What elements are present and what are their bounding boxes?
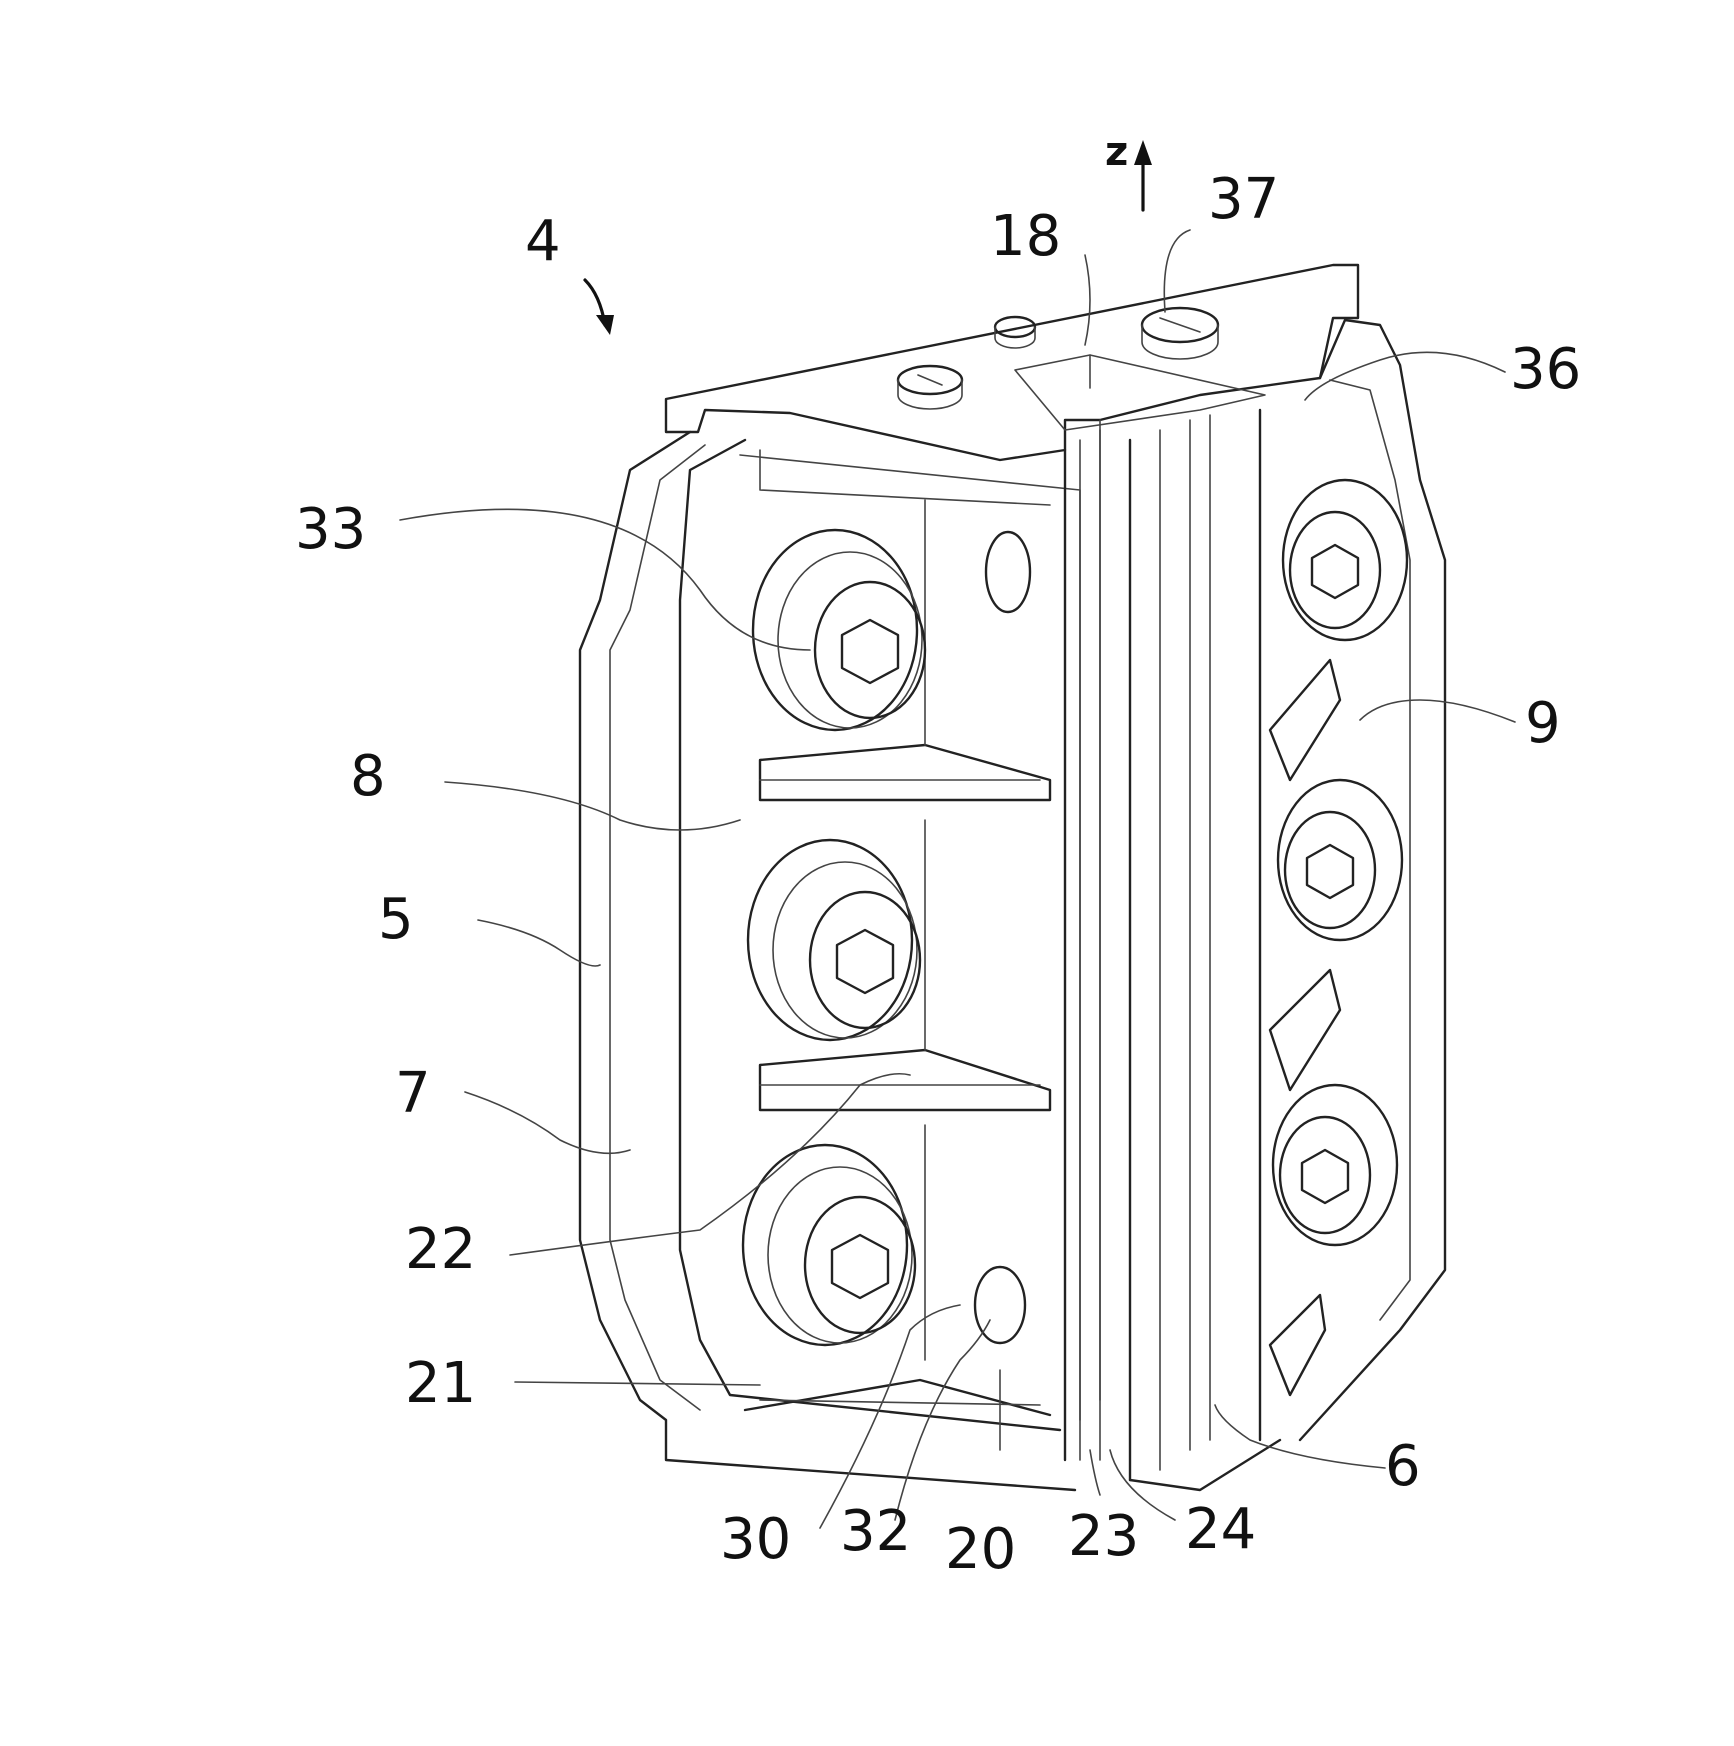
top-screw (898, 366, 962, 409)
bolt-left-middle (748, 840, 920, 1040)
reference-labels: 4 18 37 36 33 9 8 5 7 22 21 30 32 20 23 … (295, 167, 1581, 1582)
top-screw (1142, 308, 1218, 359)
bolt-left-bottom (743, 1145, 915, 1345)
bolt-left-top (753, 530, 925, 730)
bolt-right-bottom (1273, 1085, 1397, 1245)
ref-label-21: 21 (405, 1351, 476, 1416)
z-axis-arrow: z (1105, 129, 1152, 210)
ref-label-22: 22 (405, 1217, 476, 1282)
ref-label-24: 24 (1185, 1497, 1256, 1562)
ref-label-30: 30 (720, 1507, 791, 1572)
ref-label-4: 4 (525, 209, 561, 274)
bolt-right-middle (1278, 780, 1402, 940)
ref-label-8: 8 (350, 744, 386, 809)
z-axis-label: z (1105, 129, 1128, 175)
ref-label-33: 33 (295, 497, 366, 562)
ref-label-37: 37 (1208, 167, 1279, 232)
leader-lines (400, 230, 1515, 1528)
ref-label-6: 6 (1385, 1434, 1421, 1499)
bolt-right-top (1283, 480, 1407, 640)
ref-label-23: 23 (1068, 1504, 1139, 1569)
ref-label-5: 5 (378, 887, 414, 952)
ref-label-20: 20 (945, 1517, 1016, 1582)
ref-label-9: 9 (1525, 691, 1561, 756)
ref-label-32: 32 (840, 1499, 911, 1564)
housing (580, 265, 1445, 1490)
ref-label-36: 36 (1510, 337, 1581, 402)
ref-label-7: 7 (395, 1061, 431, 1126)
ref-label-18: 18 (990, 204, 1061, 269)
